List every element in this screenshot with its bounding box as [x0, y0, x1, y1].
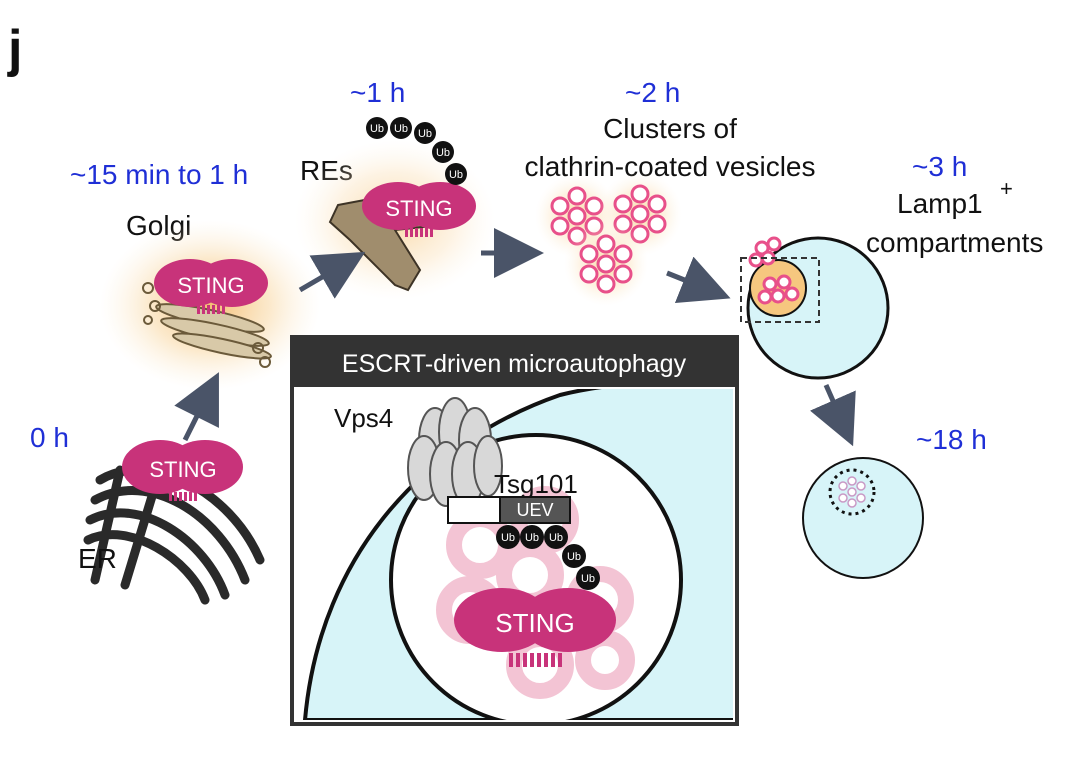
arrow-ccv-to-lamp1 — [666, 256, 731, 304]
golgi-time-label: ~15 min to 1 h — [70, 159, 248, 190]
ub-label: Ub — [418, 128, 432, 140]
golgi-sting-right-lobe — [196, 259, 268, 307]
vps4-hexamer-icon — [407, 397, 503, 507]
intraluminal-vesicle — [828, 468, 876, 516]
lamp1-organelle-sup: + — [1000, 176, 1013, 201]
ub-label: Ub — [501, 532, 515, 544]
ub-label: Ub — [567, 551, 581, 563]
zoom-box — [740, 257, 820, 323]
golgi-stage: ~15 min to 1 h Golgi STING — [70, 159, 320, 390]
ub-label: Ub — [581, 573, 595, 585]
late-ccv-remnants — [838, 476, 866, 508]
ub-label: Ub — [525, 532, 539, 544]
er-time-label: 0 h — [30, 422, 69, 453]
escrt-inset-panel: ESCRT-driven microautophagy Vps — [290, 335, 739, 726]
ub-label: Ub — [449, 169, 463, 181]
res-time-label: ~1 h — [350, 77, 405, 108]
uev-label: UEV — [516, 500, 553, 520]
ccv-time-label: ~2 h — [625, 77, 680, 108]
ub-label: Ub — [549, 532, 563, 544]
pathway-arrows — [174, 228, 856, 447]
ub-label: Ub — [370, 123, 384, 135]
lamp1-invagination — [749, 259, 807, 317]
arrow-golgi-to-res — [298, 251, 366, 299]
lamp1-time-label: ~3 h — [912, 151, 967, 182]
res-sting-label: STING — [385, 196, 452, 221]
inset-sting-tail — [509, 653, 562, 667]
er-sting-label: STING — [149, 457, 216, 482]
uev-domain — [499, 496, 571, 524]
lamp1-organelle-label-line1: Lamp1 — [897, 188, 983, 219]
tsg101-label: Tsg101 — [494, 469, 578, 499]
inset-ubiquitin-chain: Ub Ub Ub Ub Ub — [496, 525, 600, 590]
er-organelle-label: ER — [78, 543, 117, 574]
inset-sting-label: STING — [495, 608, 574, 638]
ub-label: Ub — [436, 147, 450, 159]
late-time-label: ~18 h — [916, 424, 987, 455]
ccv-stage: ~2 h Clusters of clathrin-coated vesicle… — [524, 77, 816, 306]
golgi-cisternae-icon — [142, 282, 272, 368]
inset-title: ESCRT-driven microautophagy — [342, 350, 687, 378]
lamp1-ccv-cluster — [748, 236, 800, 305]
ub-label: Ub — [394, 123, 408, 135]
lamp1-organelle-label-line2: compartments — [866, 227, 1043, 258]
golgi-sting-label: STING — [177, 273, 244, 298]
er-sting-right-lobe — [167, 440, 243, 494]
er-stage: 0 h STING ER — [30, 422, 265, 605]
lamp1-stage: ~3 h Lamp1 + compartments — [740, 151, 1043, 380]
late-stage: ~18 h — [802, 424, 987, 579]
res-ubiquitin-chain: Ub Ub Ub Ub Ub — [366, 117, 467, 185]
res-stage: ~1 h REs STING Ub Ub Ub Ub Ub — [295, 77, 495, 300]
arrow-er-to-golgi — [174, 372, 219, 442]
arrow-lamp1-to-late — [810, 383, 856, 447]
late-compartment — [802, 457, 924, 579]
vps4-label: Vps4 — [334, 403, 393, 433]
inset-sting-right-lobe — [520, 588, 616, 652]
ccv-organelle-label-line1: Clusters of — [603, 113, 737, 144]
panel-letter: j — [7, 20, 22, 78]
inset-header — [292, 337, 737, 387]
res-sting-right-lobe — [404, 182, 476, 230]
ccv-cluster-3 — [564, 222, 648, 306]
inset-sting-left-lobe — [454, 588, 550, 652]
